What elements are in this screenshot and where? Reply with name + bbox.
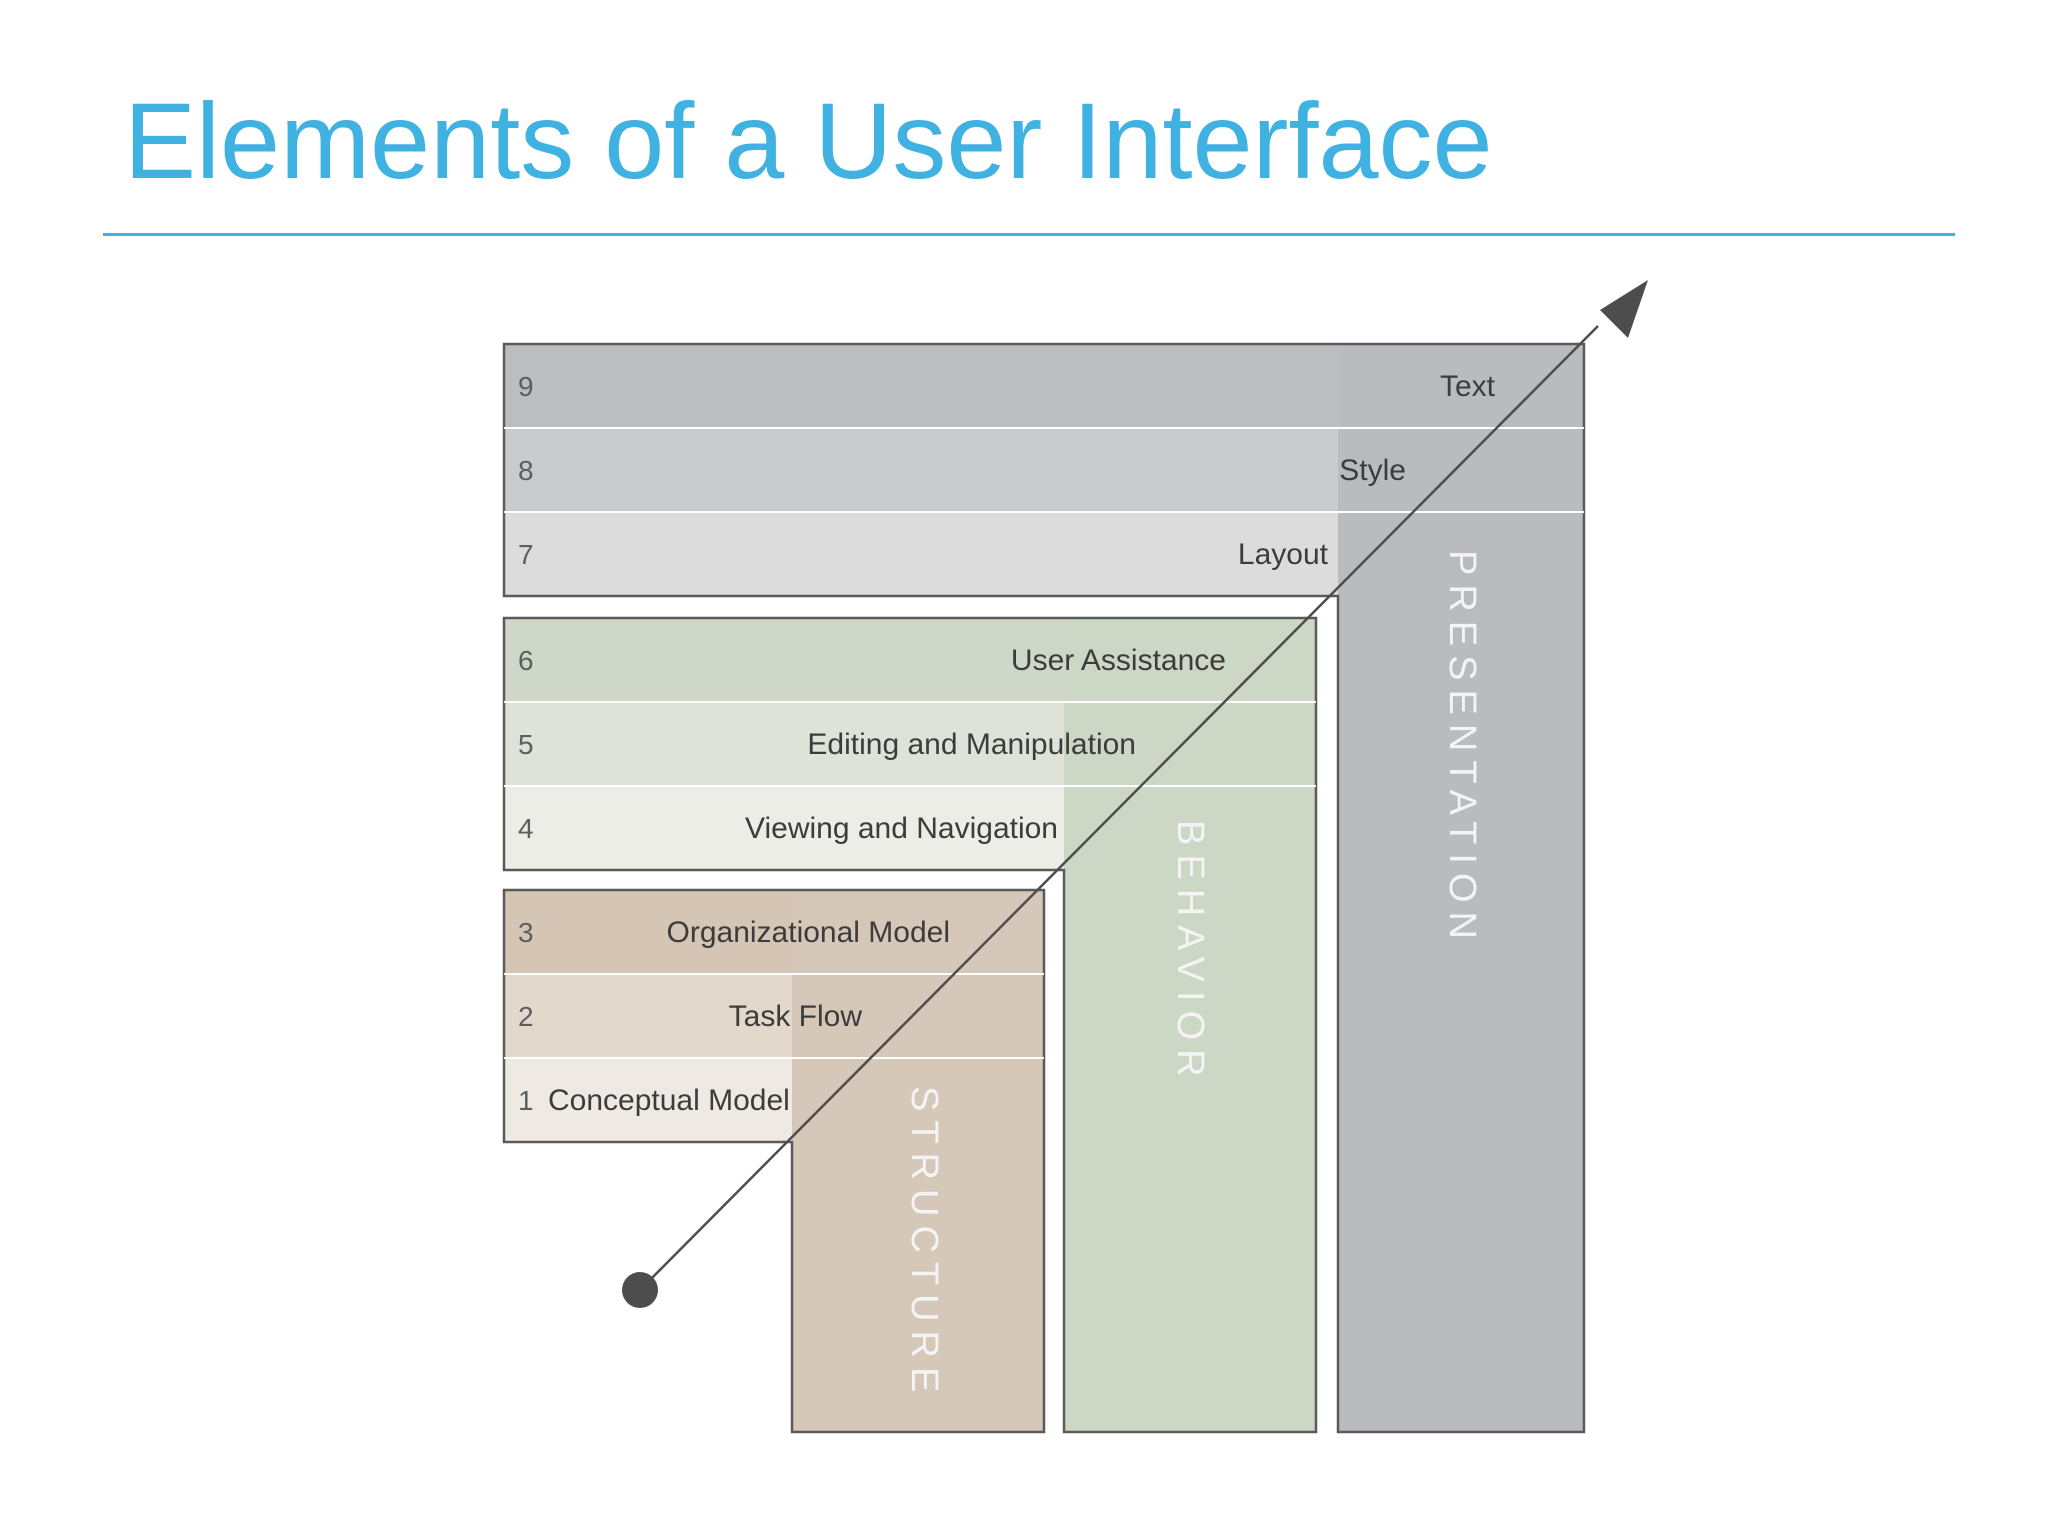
row-label-editing-and-manipulation: Editing and Manipulation	[807, 728, 1136, 761]
row-number: 9	[518, 371, 534, 402]
row-label-conceptual-model: Conceptual Model	[548, 1084, 790, 1117]
row-number: 2	[518, 1001, 534, 1032]
structure-column	[792, 890, 1044, 1432]
row-label-text: Text	[1440, 370, 1496, 403]
row-number: 1	[518, 1085, 534, 1116]
start-dot-icon	[622, 1272, 658, 1308]
column-label-presentation: PRESENTATION	[1441, 550, 1483, 948]
behavior-outline	[502, 616, 1318, 1434]
column-labels: PRESENTATION BEHAVIOR STRUCTURE	[903, 550, 1483, 1401]
behavior-column	[1064, 618, 1316, 1432]
structure-group	[502, 888, 1046, 1434]
row-label-user-assistance: User Assistance	[1011, 644, 1226, 677]
row-number: 3	[518, 917, 534, 948]
row-labels: Text Style Layout User Assistance Editin…	[548, 370, 1496, 1117]
progression-arrow	[622, 280, 1648, 1308]
structure-outline	[502, 888, 1046, 1434]
row-label-organizational-model: Organizational Model	[667, 916, 951, 949]
arrowhead-icon	[1600, 280, 1648, 338]
behavior-group	[502, 616, 1318, 1434]
column-label-behavior: BEHAVIOR	[1169, 820, 1211, 1086]
row-label-task-flow: Task Flow	[729, 1000, 863, 1033]
row-label-layout: Layout	[1238, 538, 1329, 571]
row-number: 8	[518, 455, 534, 486]
presentation-outline	[502, 342, 1586, 1434]
row-number: 6	[518, 645, 534, 676]
row-label-style: Style	[1339, 454, 1406, 487]
title-underline	[103, 233, 1955, 236]
row-label-viewing-and-navigation: Viewing and Navigation	[745, 812, 1058, 845]
row-number: 5	[518, 729, 534, 760]
page-title: Elements of a User Interface	[124, 80, 1493, 201]
row-numbers: 9 8 7 6 5 4 3 2 1	[518, 371, 534, 1116]
diagonal-line	[639, 325, 1599, 1291]
presentation-group	[502, 342, 1586, 1434]
presentation-column	[1338, 344, 1584, 1432]
row-number: 4	[518, 813, 534, 844]
column-label-structure: STRUCTURE	[903, 1086, 945, 1401]
row-number: 7	[518, 539, 534, 570]
